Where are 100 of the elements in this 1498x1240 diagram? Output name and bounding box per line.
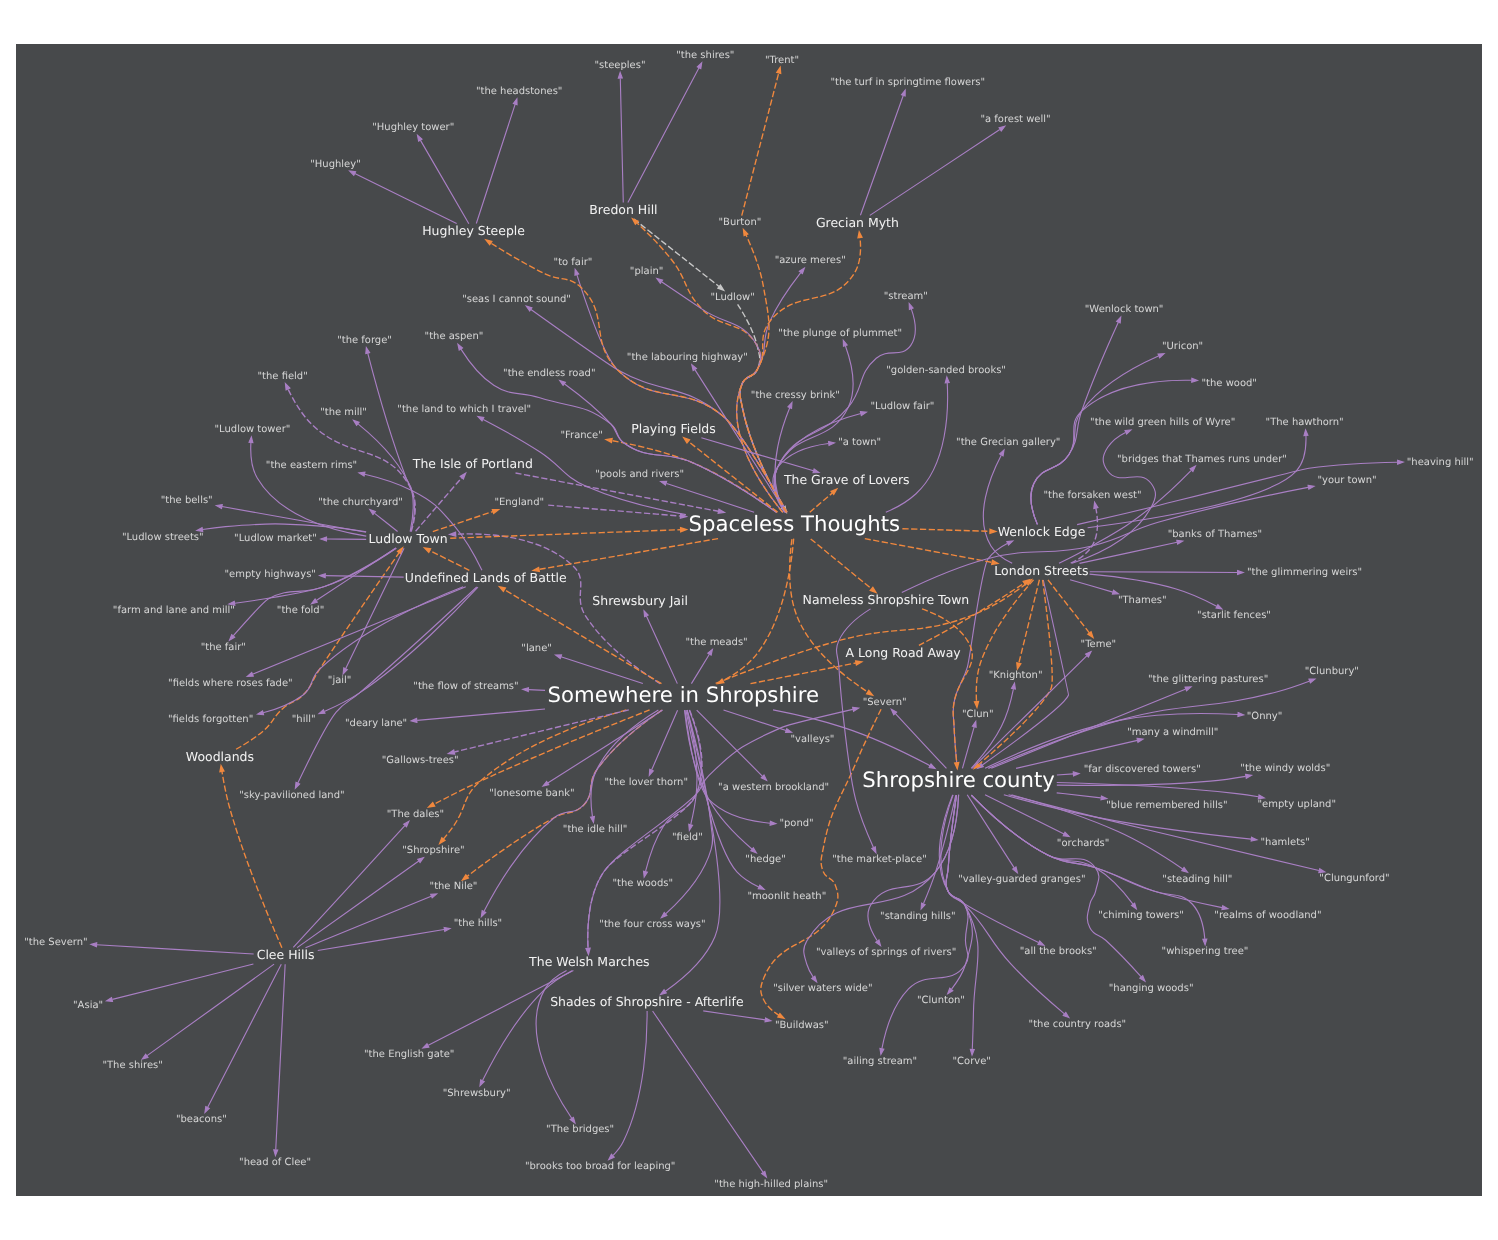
arrow <box>901 484 1316 594</box>
arrow <box>682 436 779 513</box>
arrow <box>1089 573 1224 610</box>
arrow <box>702 1010 773 1023</box>
arrow <box>617 70 624 204</box>
arrow <box>716 537 795 685</box>
arrow <box>535 970 576 1125</box>
arrow <box>521 686 546 693</box>
node-text: Somewhere in Shropshire <box>547 681 820 708</box>
arrow <box>317 572 405 579</box>
arrow <box>447 531 661 685</box>
arrow <box>292 820 410 948</box>
arrow <box>869 125 1007 216</box>
arrow <box>1047 579 1095 640</box>
arrow <box>476 415 687 516</box>
arrow <box>214 503 367 533</box>
arrow <box>446 709 630 755</box>
arrow <box>648 709 679 777</box>
arrow <box>1056 792 1109 801</box>
arrow <box>273 963 286 1158</box>
arrow <box>319 536 367 542</box>
arrow <box>317 586 479 715</box>
arrow <box>357 471 483 571</box>
arrow <box>1056 771 1081 777</box>
arrow <box>1058 464 1197 564</box>
arrow <box>104 963 254 1003</box>
arrow <box>918 578 1031 647</box>
arrow <box>1071 429 1156 564</box>
arrow <box>982 448 1013 564</box>
arrow <box>368 508 399 532</box>
arrow <box>422 547 470 571</box>
arrow <box>966 794 1019 875</box>
arrow <box>642 709 702 879</box>
arrow <box>890 708 947 770</box>
arrow <box>741 65 782 217</box>
arrow <box>245 586 467 678</box>
arrow <box>749 660 864 685</box>
arrow <box>901 528 998 535</box>
arrow <box>1089 569 1245 576</box>
arrow <box>700 437 821 474</box>
arrow <box>558 379 777 513</box>
arrow <box>652 1010 768 1179</box>
arrow <box>479 970 573 1088</box>
arrow <box>659 709 721 996</box>
arrow <box>810 538 878 594</box>
arrow <box>426 709 651 808</box>
arrow <box>365 345 414 533</box>
arrow <box>938 794 1046 946</box>
arrow <box>294 586 478 790</box>
arrow <box>480 709 663 919</box>
arrow <box>514 472 727 515</box>
arrow <box>140 963 275 1061</box>
arrow <box>643 609 678 685</box>
arrow <box>984 794 1071 838</box>
arrow <box>475 97 518 225</box>
arrow <box>219 763 283 949</box>
arrow <box>1030 315 1122 525</box>
arrow <box>683 709 758 854</box>
arrow <box>1078 539 1185 564</box>
arrow <box>867 794 960 948</box>
arrow <box>864 537 1000 566</box>
arrow <box>304 893 439 949</box>
arrow <box>432 508 501 533</box>
arrow <box>885 375 950 513</box>
arrow <box>633 218 726 292</box>
arrow <box>1003 794 1259 842</box>
arrow <box>1069 579 1120 595</box>
arrow <box>1076 459 1405 526</box>
arrow <box>460 709 663 882</box>
arrow <box>961 719 977 769</box>
arrow <box>1087 428 1309 529</box>
arrow <box>342 547 405 676</box>
arrow <box>970 794 1147 983</box>
arrow <box>990 686 1193 769</box>
arrow <box>772 709 937 770</box>
arrow <box>1010 794 1189 874</box>
arrow <box>760 708 882 1020</box>
arrow <box>296 856 425 949</box>
arrow <box>722 709 794 734</box>
arrow <box>945 794 979 1057</box>
arrow <box>940 794 1071 1019</box>
arrow <box>416 133 470 225</box>
arrow <box>1008 794 1327 874</box>
arrow <box>256 586 464 716</box>
arrow <box>541 709 664 788</box>
arrow <box>409 708 546 724</box>
arrow <box>449 526 689 539</box>
arrow <box>352 419 415 532</box>
arrow <box>438 709 628 846</box>
arrow <box>531 537 719 573</box>
arrow <box>685 709 766 890</box>
arrow <box>310 547 397 605</box>
arrow <box>920 794 957 911</box>
arrow <box>248 435 367 537</box>
arrow <box>235 546 404 750</box>
arrow <box>627 61 703 203</box>
arrow <box>921 608 973 771</box>
arrow <box>195 523 367 533</box>
arrow <box>987 678 1317 769</box>
node-text: Spaceless Thoughts <box>688 510 901 537</box>
